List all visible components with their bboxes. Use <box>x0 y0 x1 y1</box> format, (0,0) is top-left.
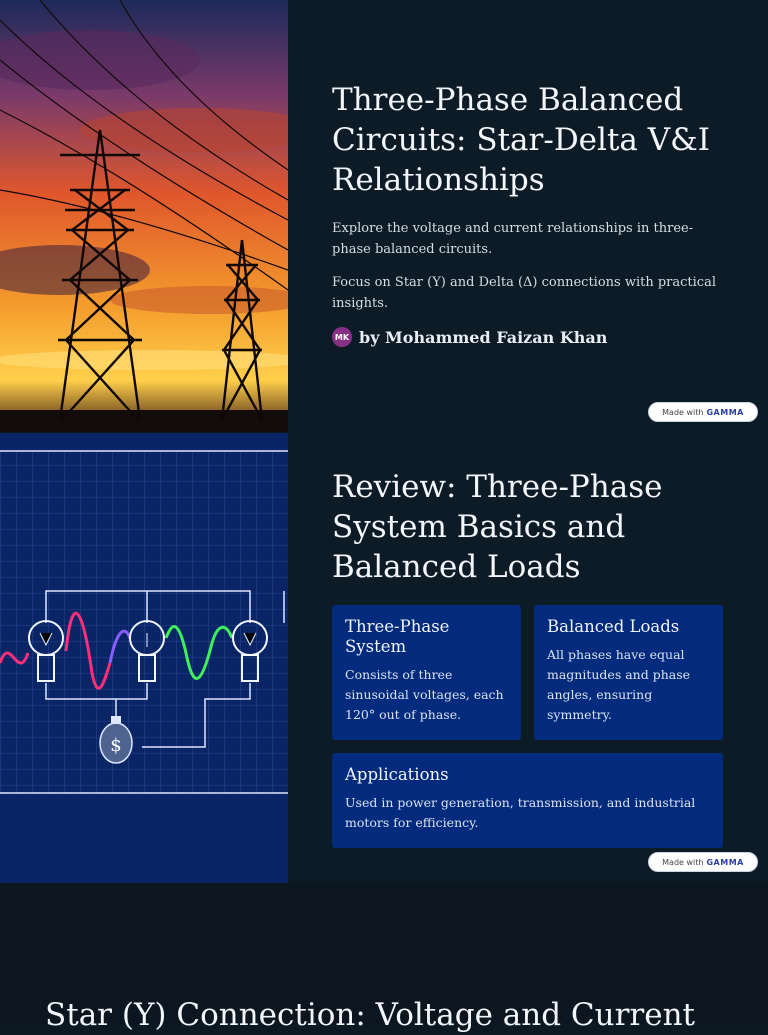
made-with-gamma-badge[interactable]: Made with GAMMA <box>648 852 758 872</box>
card-body: Consists of three sinusoidal voltages, e… <box>345 667 504 722</box>
section-title: Star (Y) Connection: Voltage and Current <box>45 997 696 1033</box>
page-title: Three-Phase Balanced Circuits: Star-Delt… <box>332 82 710 198</box>
gamma-logo: GAMMA <box>706 857 744 867</box>
card-body: Used in power generation, transmission, … <box>345 795 696 830</box>
card-heading: Balanced Loads <box>547 617 680 636</box>
power-towers-image <box>0 0 288 432</box>
review-slide: $ Review: Three-Phase System Basics and … <box>0 433 768 883</box>
intro-paragraph: Explore the voltage and current relation… <box>332 221 694 257</box>
applications-card: Applications Used in power generation, t… <box>332 753 723 848</box>
star-connection-slide: Star (Y) Connection: Voltage and Current <box>0 883 768 1033</box>
three-phase-system-card: Three-Phase System Consists of three sin… <box>332 605 521 740</box>
svg-text:$: $ <box>110 735 121 756</box>
focus-paragraph: Focus on Star (Y) and Delta (Δ) connecti… <box>332 275 716 311</box>
circuit-diagram-image: $ <box>0 433 288 883</box>
badge-prefix: Made with <box>662 407 704 417</box>
card-heading: Three-Phase System <box>345 617 450 656</box>
card-heading: Applications <box>345 765 449 784</box>
author-name: by Mohammed Faizan Khan <box>359 327 608 347</box>
gamma-logo: GAMMA <box>706 407 744 417</box>
title-slide: Three-Phase Balanced Circuits: Star-Delt… <box>0 0 768 432</box>
badge-prefix: Made with <box>662 857 704 867</box>
author-line[interactable]: MK by Mohammed Faizan Khan <box>332 327 607 347</box>
card-body: All phases have equal magnitudes and pha… <box>547 647 691 722</box>
balanced-loads-card: Balanced Loads All phases have equal mag… <box>534 605 723 740</box>
made-with-gamma-badge[interactable]: Made with GAMMA <box>648 402 758 422</box>
section-title: Review: Three-Phase System Basics and Ba… <box>332 469 663 585</box>
avatar: MK <box>332 327 352 347</box>
